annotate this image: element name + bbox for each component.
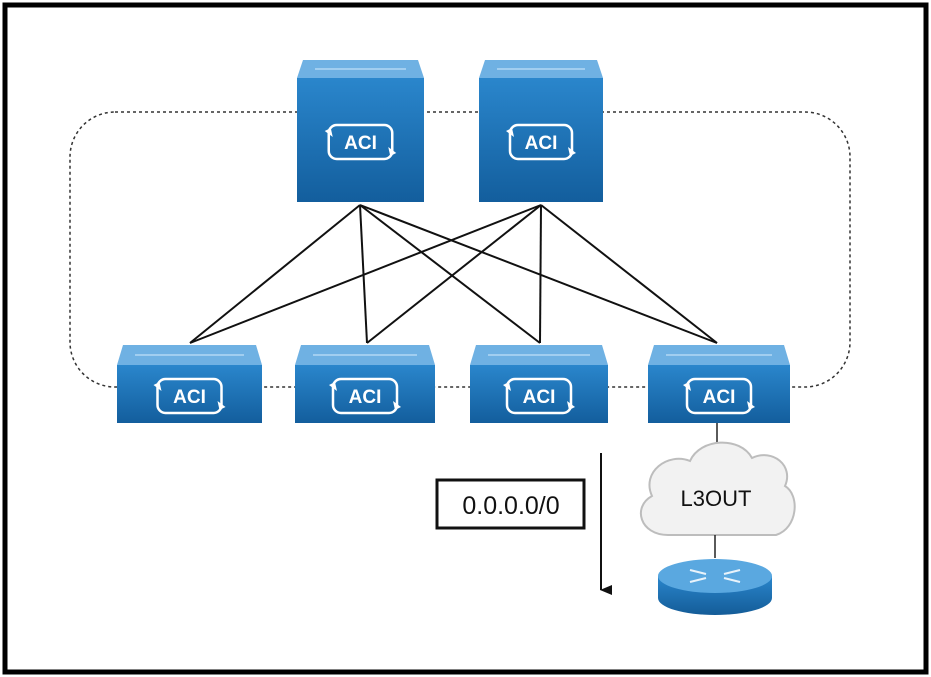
- switch-front-face: [297, 78, 424, 202]
- link-spine-1-leaf-3: [359, 204, 541, 344]
- router-icon: [658, 559, 772, 615]
- aci-switch-icon: ACI: [153, 377, 226, 415]
- cloud-label: L3OUT: [681, 486, 752, 511]
- route-box: [435, 478, 586, 530]
- leaf-4: ACI: [648, 345, 790, 423]
- switch-label: ACI: [344, 133, 377, 154]
- leaf-2: ACI: [295, 345, 435, 423]
- link-spine-1-leaf-1: [189, 204, 361, 344]
- link-spine-2-leaf-2: [366, 204, 542, 344]
- spine-layer: ACI ACI: [297, 60, 603, 202]
- aci-switch-icon: ACI: [506, 123, 576, 161]
- switch-label: ACI: [525, 133, 558, 154]
- link-spine-2-leaf-3: [539, 204, 542, 344]
- switch-label: ACI: [173, 387, 206, 408]
- link-spine-2-leaf-1: [189, 204, 542, 344]
- link-spine-1-leaf-4: [359, 204, 718, 344]
- switch-front-face: [479, 78, 603, 202]
- route-label: 0.0.0.0/0: [462, 492, 559, 520]
- fabric-boundary: [69, 111, 851, 388]
- aci-switch-icon: ACI: [683, 377, 755, 415]
- cloud-icon: [640, 441, 796, 536]
- spine-1: ACI: [297, 60, 424, 202]
- switch-label: ACI: [523, 387, 556, 408]
- link-spine-2-leaf-4: [540, 204, 718, 344]
- spine-2: ACI: [479, 60, 603, 202]
- aci-switch-icon: ACI: [329, 377, 401, 415]
- switch-label: ACI: [703, 387, 736, 408]
- aci-switch-icon: ACI: [503, 377, 575, 415]
- spine-leaf-links: [189, 204, 718, 344]
- aci-switch-icon: ACI: [324, 123, 397, 161]
- switch-label: ACI: [349, 387, 382, 408]
- leaf-1: ACI: [117, 345, 262, 423]
- leaf-layer: ACI ACI ACI ACI: [117, 345, 790, 423]
- leaf-3: ACI: [470, 345, 608, 423]
